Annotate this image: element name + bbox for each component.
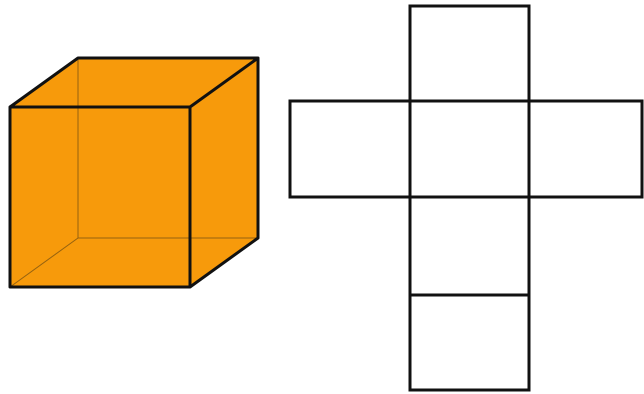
cube-net <box>290 6 642 390</box>
net-square-bottom <box>410 295 529 390</box>
net-square-top <box>410 6 529 101</box>
net-square-lower <box>410 197 529 295</box>
net-square-left <box>290 101 410 197</box>
net-square-center <box>410 101 529 197</box>
cube <box>10 58 258 287</box>
cube-front-face <box>10 107 190 287</box>
net-square-right <box>529 101 642 197</box>
